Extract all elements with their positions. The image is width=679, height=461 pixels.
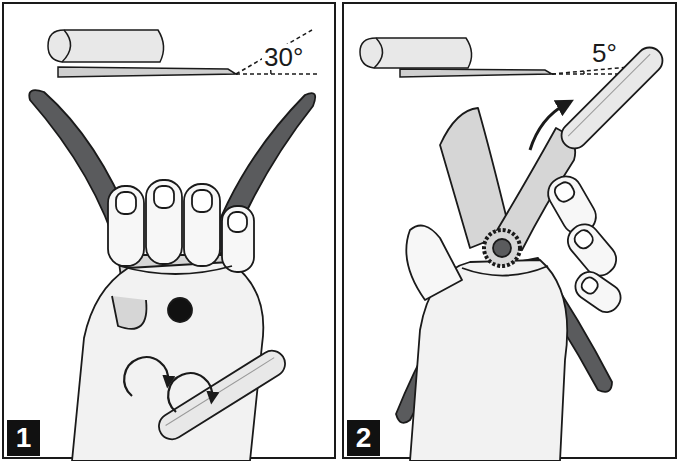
callout-number: 1 [16, 424, 32, 452]
pruner-in-hand [29, 90, 315, 461]
angle-label: 30° [262, 44, 305, 70]
callout-number-box: 1 [7, 420, 40, 456]
angle-diagram [360, 38, 642, 77]
pruner-in-hand [396, 42, 668, 461]
angle-diagram [48, 30, 318, 77]
callout-number: 2 [356, 424, 372, 452]
panel-frame [3, 3, 335, 458]
callout-number-box: 2 [347, 420, 380, 456]
angle-label: 5° [590, 40, 619, 66]
